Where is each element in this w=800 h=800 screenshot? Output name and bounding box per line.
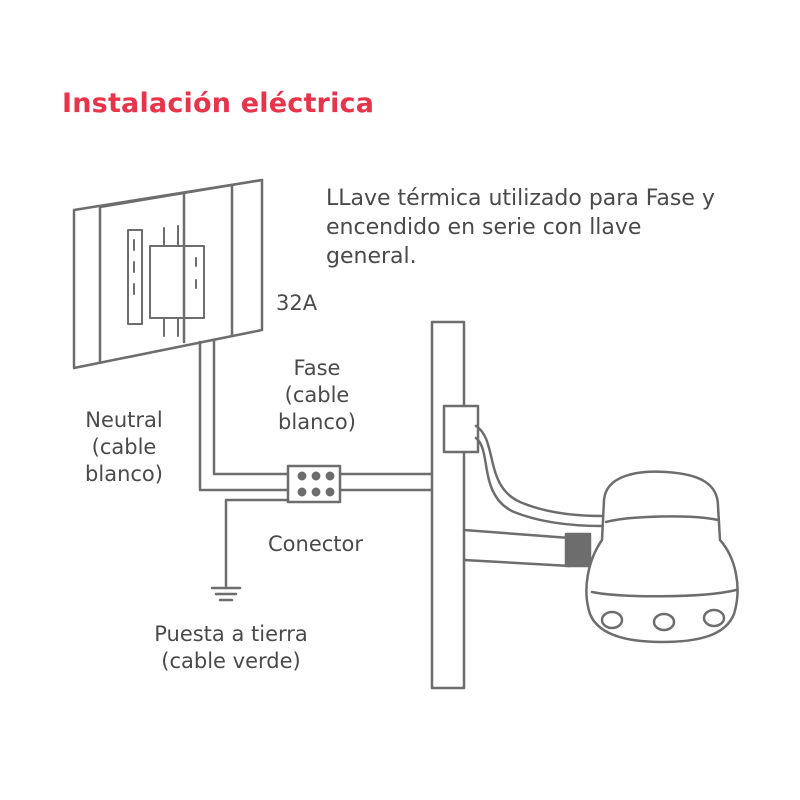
breaker-rating-label: 32A <box>276 291 318 315</box>
page-title: Instalación eléctrica <box>62 88 375 119</box>
thermal-breaker <box>127 225 205 337</box>
shower-heater <box>564 470 739 644</box>
description-line: general. <box>326 244 417 269</box>
neutral-label: Neutral (cable blanco) <box>85 408 163 486</box>
vertical-pole <box>430 320 466 690</box>
ground-label: Puesta a tierra (cable verde) <box>154 622 308 673</box>
wires <box>198 338 434 492</box>
junction-box <box>442 404 480 454</box>
heater-cable <box>474 424 604 528</box>
ground-symbol <box>210 498 290 602</box>
description-line: encendido en serie con llave <box>326 215 642 240</box>
connector-label: Conector <box>268 532 364 556</box>
water-pipe <box>462 528 572 568</box>
description-line: LLave térmica utilizado para Fase y <box>326 186 715 211</box>
description-text: LLave térmica utilizado para Fase y ence… <box>326 184 715 271</box>
fase-label: Fase (cable blanco) <box>278 356 356 434</box>
electrical-panel <box>72 178 264 370</box>
connector-block <box>286 464 342 504</box>
